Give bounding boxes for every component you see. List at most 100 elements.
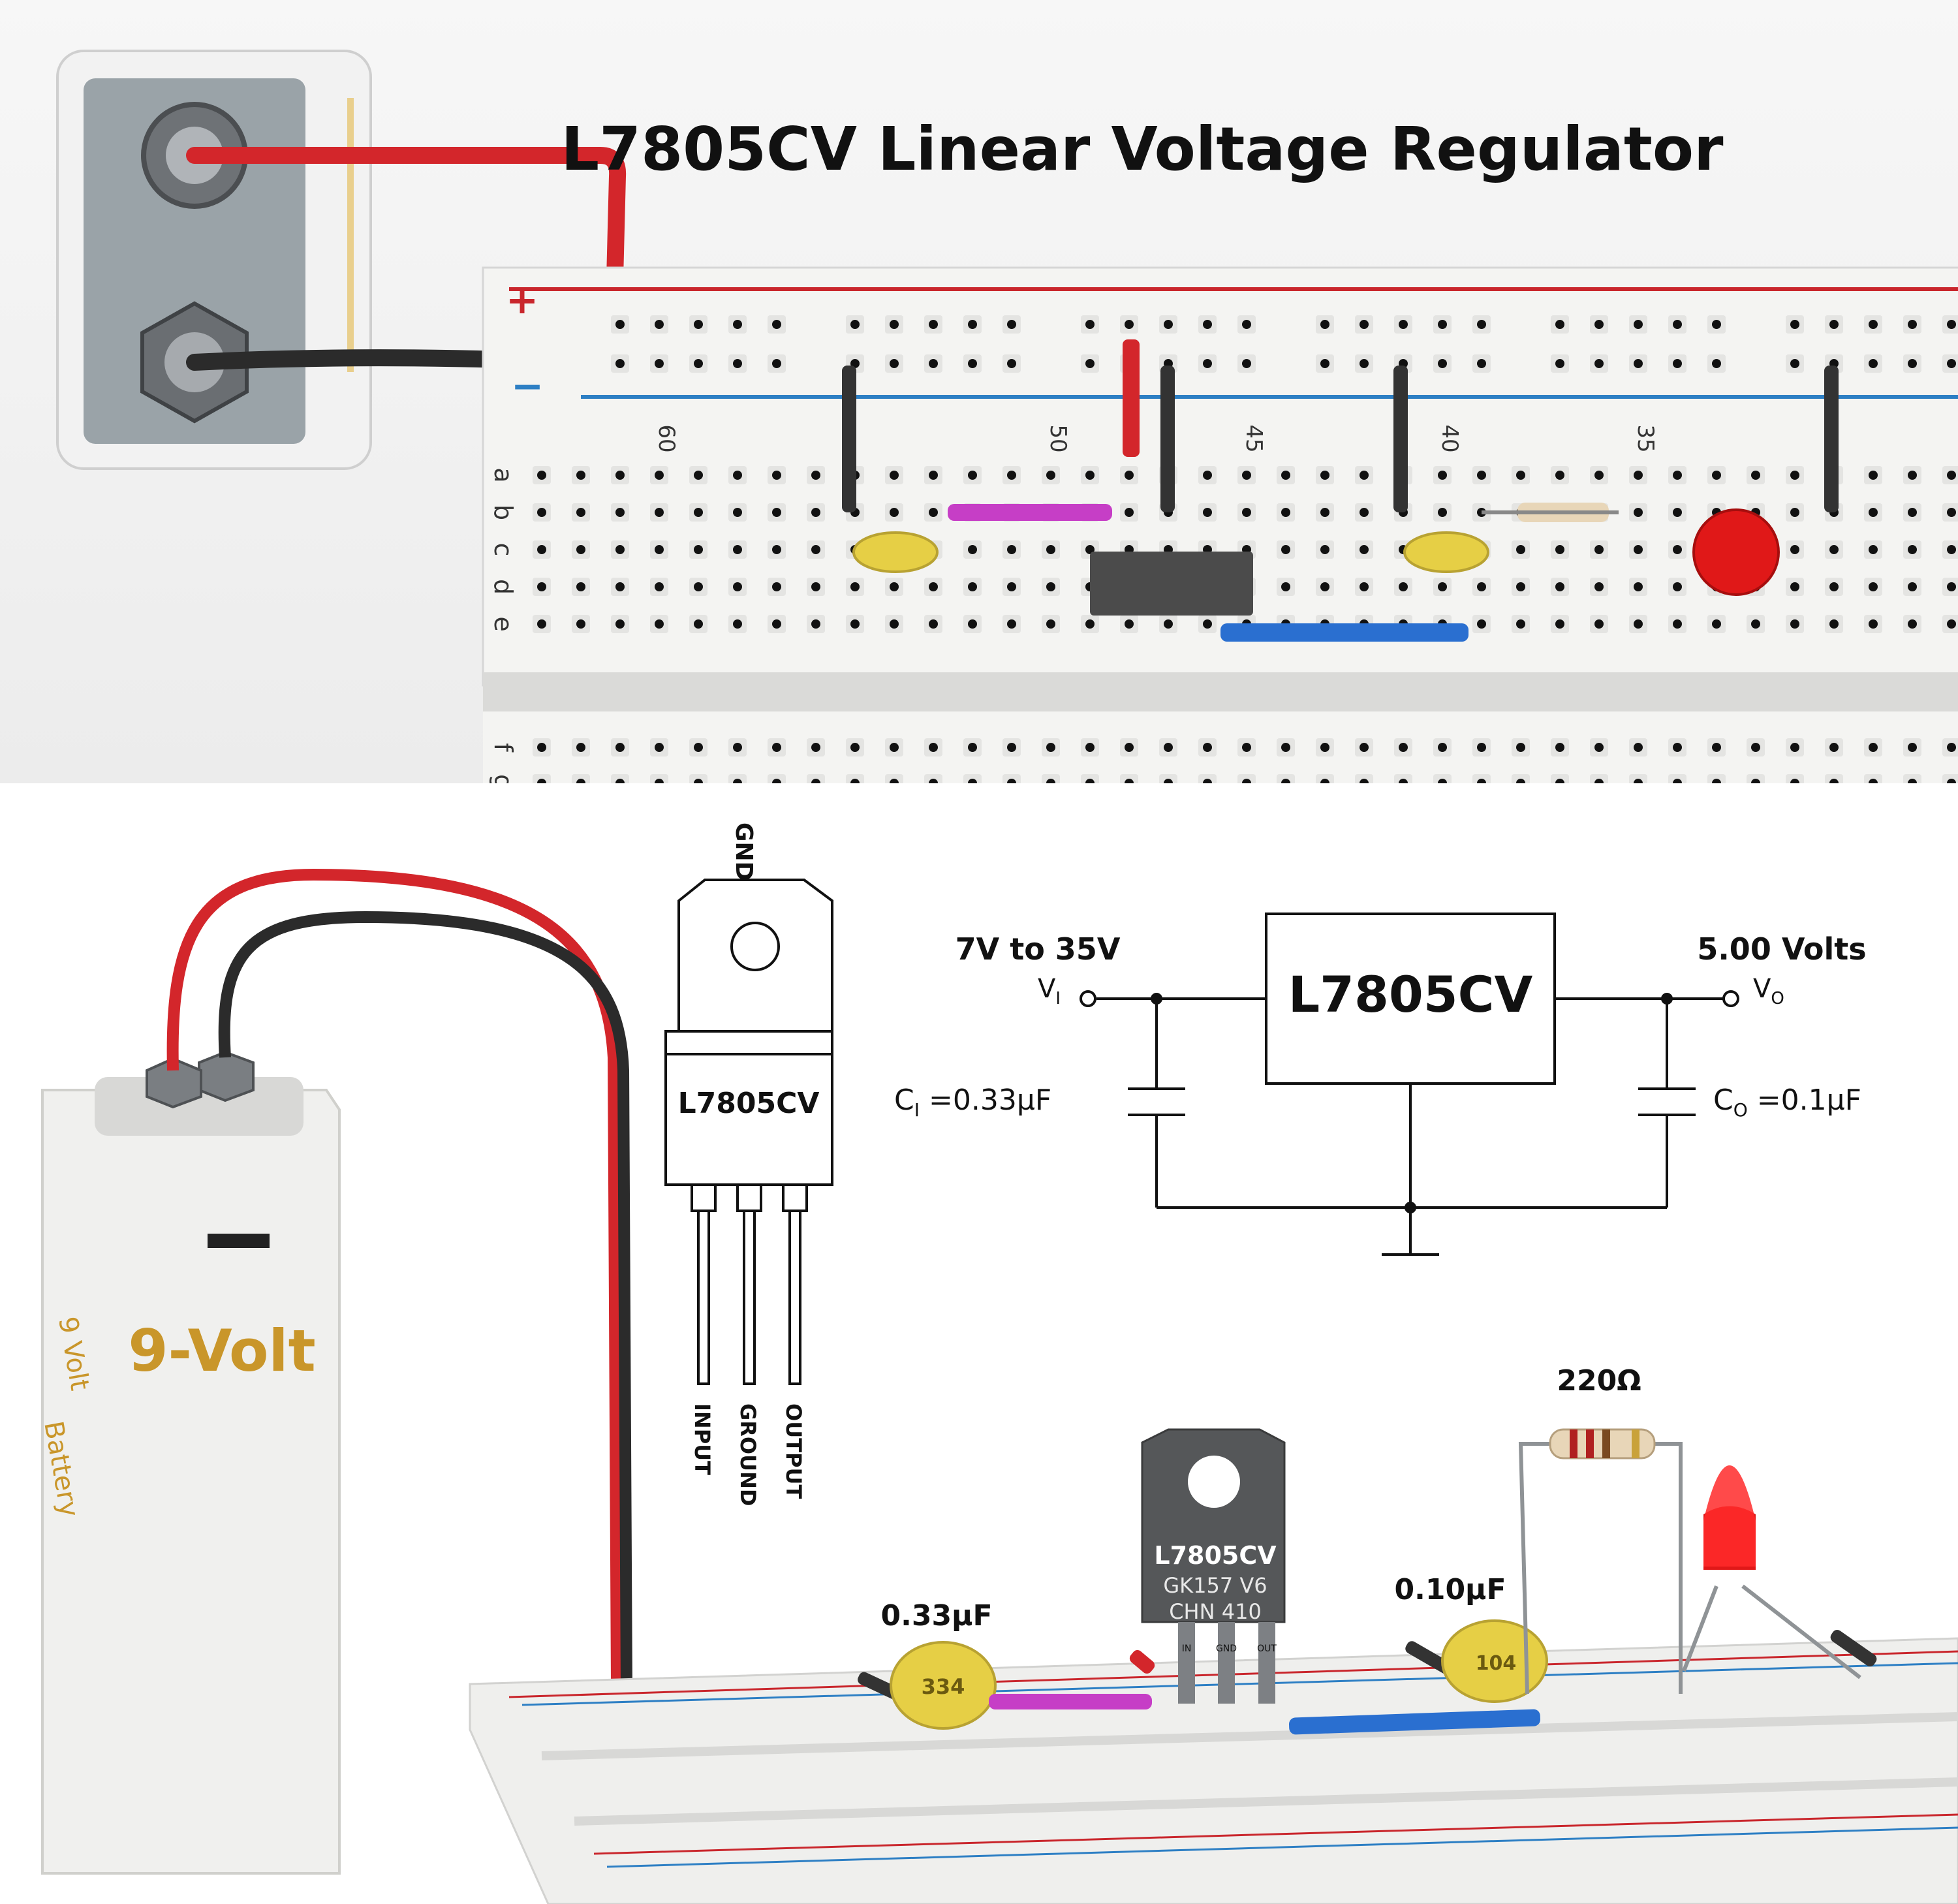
breadboard-hole-center: [1360, 471, 1369, 480]
breadboard-hole-center: [1007, 359, 1016, 368]
schematic: [1080, 913, 1739, 1256]
breadboard-hole-center: [1790, 743, 1799, 752]
cap-in-label: CI =0.33μF: [894, 1084, 1051, 1121]
breadboard-hole-center: [1516, 619, 1525, 629]
breadboard-hole-center: [694, 779, 703, 783]
breadboard-hole-center: [1007, 320, 1016, 329]
breadboard-hole-center: [1242, 471, 1251, 480]
breadboard-hole-center: [811, 582, 820, 591]
breadboard-hole-center: [1125, 743, 1134, 752]
black-wire: [218, 911, 632, 1688]
breadboard-hole-center: [1007, 471, 1016, 480]
breadboard-hole-center: [655, 508, 664, 517]
breadboard-hole-center: [1516, 743, 1525, 752]
breadboard-hole-center: [1751, 743, 1760, 752]
jumper-wire-black: [1393, 366, 1408, 512]
breadboard-hole-center: [1125, 508, 1134, 517]
breadboard-hole-center: [1203, 471, 1212, 480]
breadboard-hole-center: [1829, 619, 1839, 629]
breadboard-hole-center: [890, 359, 899, 368]
breadboard-hole-center: [1908, 320, 1917, 329]
breadboard-hole-center: [655, 743, 664, 752]
breadboard-hole-center: [537, 619, 546, 629]
breadboard-hole-center: [1320, 359, 1329, 368]
pinout-diagram: GND L7805CV INPUT GROUND OUTPUT: [664, 822, 833, 1506]
breadboard-hole-center: [1790, 508, 1799, 517]
breadboard-hole-center: [1908, 582, 1917, 591]
breadboard-hole-center: [968, 320, 977, 329]
breadboard-hole-center: [772, 582, 781, 591]
breadboard-hole-center: [968, 779, 977, 783]
breadboard-hole-center: [890, 619, 899, 629]
breadboard-hole-center: [1712, 471, 1721, 480]
breadboard-hole-center: [1908, 359, 1917, 368]
breadboard-hole-center: [1281, 779, 1290, 783]
pin-out: [1258, 1622, 1275, 1704]
breadboard-hole-center: [1555, 545, 1564, 554]
resistor-value-label: 220Ω: [1557, 1364, 1641, 1397]
breadboard-hole-center: [968, 545, 977, 554]
breadboard-hole-center: [733, 582, 742, 591]
regulator-top: [1090, 552, 1253, 616]
breadboard-hole-center: [576, 743, 585, 752]
breadboard-hole-center: [655, 545, 664, 554]
breadboard-hole-center: [1085, 743, 1095, 752]
breadboard-hole-center: [615, 508, 625, 517]
breadboard-hole-center: [772, 743, 781, 752]
jumper-wire-black: [1824, 366, 1839, 512]
breadboard-hole-center: [1594, 359, 1604, 368]
breadboard-hole-center: [1790, 471, 1799, 480]
breadboard-hole-center: [1908, 619, 1917, 629]
breadboard-hole-center: [1829, 320, 1839, 329]
breadboard-hole-center: [1790, 582, 1799, 591]
breadboard-hole-center: [733, 320, 742, 329]
breadboard-hole-center: [1046, 545, 1055, 554]
breadboard-hole-center: [1673, 471, 1682, 480]
breadboard-hole-center: [1947, 779, 1956, 783]
breadboard-hole-center: [1634, 471, 1643, 480]
breadboard-hole-center: [1046, 779, 1055, 783]
breadboard-hole-center: [1712, 619, 1721, 629]
breadboard-hole-center: [1046, 471, 1055, 480]
row-letter: d: [489, 579, 518, 595]
schematic-labels: L7805CV 7V to 35V 5.00 Volts VI VO CI =0…: [894, 931, 1867, 1121]
breadboard-hole-center: [1673, 619, 1682, 629]
breadboard-hole-center: [1477, 582, 1486, 591]
breadboard-hole-center: [1555, 471, 1564, 480]
breadboard-hole-center: [811, 743, 820, 752]
breadboard-hole-center: [576, 471, 585, 480]
breadboard-hole-center: [1790, 545, 1799, 554]
breadboard-hole-center: [1673, 359, 1682, 368]
breadboard-hole-center: [1634, 743, 1643, 752]
breadboard-hole-center: [1947, 582, 1956, 591]
column-number: 60: [653, 424, 679, 452]
breadboard-hole-center: [537, 471, 546, 480]
column-number: 50: [1045, 424, 1071, 452]
breadboard-hole-center: [850, 743, 860, 752]
breadboard-hole-center: [1360, 779, 1369, 783]
rail-line-blue: [521, 1662, 1958, 1706]
red-wire: [186, 147, 627, 338]
breadboard-hole-center: [1634, 582, 1643, 591]
breadboard-hole-center: [1594, 743, 1604, 752]
column-number: 45: [1241, 424, 1267, 452]
breadboard-hole-center: [1085, 619, 1095, 629]
pin-in: [1178, 1622, 1195, 1704]
breadboard-hole-center: [1085, 545, 1095, 554]
breadboard-hole-center: [1242, 779, 1251, 783]
input-symbol: VI: [1038, 974, 1061, 1008]
breadboard-hole-center: [890, 779, 899, 783]
breadboard-hole-center: [1869, 508, 1878, 517]
breadboard-hole-center: [1438, 582, 1447, 591]
jumper-wire-magenta: [989, 1694, 1152, 1709]
row-letter: g: [489, 774, 518, 783]
breadboard-hole-center: [1516, 779, 1525, 783]
breadboard-hole-center: [890, 743, 899, 752]
breadboard-hole-center: [1320, 508, 1329, 517]
breadboard-hole-center: [1869, 471, 1878, 480]
breadboard-hole-center: [929, 582, 938, 591]
jumper-wire-blue: [1220, 623, 1468, 642]
breadboard-hole-center: [890, 320, 899, 329]
rail-line-red: [593, 1813, 1958, 1855]
breadboard-hole-center: [1673, 508, 1682, 517]
